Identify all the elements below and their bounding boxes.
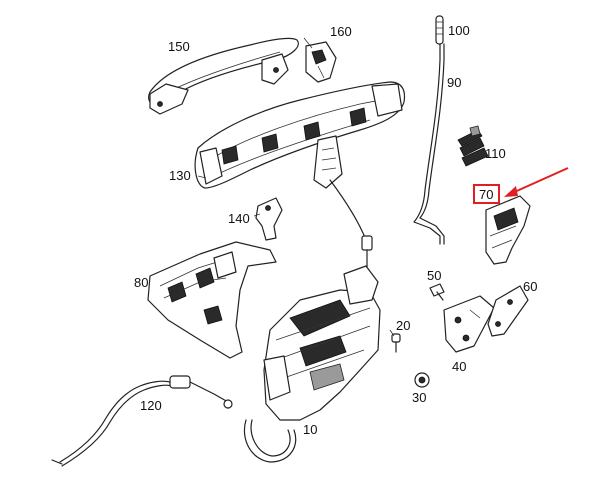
part-30-nut [414, 372, 430, 388]
highlight-box [473, 184, 500, 204]
part-120-cable [51, 375, 233, 467]
part-60-plate [487, 285, 529, 337]
highlight-arrow [504, 167, 569, 197]
callout-20: 20 [396, 318, 410, 333]
callout-80: 80 [134, 275, 148, 290]
callout-150: 150 [168, 39, 190, 54]
part-20-screw [391, 333, 401, 353]
callout-160: 160 [330, 24, 352, 39]
callout-30: 30 [412, 390, 426, 405]
part-10-door-lock [243, 265, 381, 463]
callout-50: 50 [427, 268, 441, 283]
callout-100: 100 [448, 23, 470, 38]
part-150-door-handle [148, 37, 299, 115]
callout-10: 10 [303, 422, 317, 437]
callout-130: 130 [169, 168, 191, 183]
part-70-component [485, 195, 531, 265]
part-160-clip [305, 41, 337, 83]
leader-lines [197, 37, 395, 337]
callout-60: 60 [523, 279, 537, 294]
part-110-boot [457, 125, 489, 167]
part-90-rod [413, 43, 445, 245]
callout-140: 140 [228, 211, 250, 226]
part-130-carrier [194, 81, 406, 189]
part-cable-link [329, 179, 373, 269]
callout-120: 120 [140, 398, 162, 413]
callout-110: 110 [485, 146, 506, 161]
callout-90: 90 [447, 75, 461, 90]
part-50-bolt [429, 283, 445, 301]
callout-70: 70 [479, 187, 493, 202]
part-100-pin [435, 15, 444, 45]
part-40-striker [443, 295, 495, 353]
part-140-bracket [255, 197, 283, 241]
callout-40: 40 [452, 359, 466, 374]
part-80-bracket [147, 241, 277, 359]
